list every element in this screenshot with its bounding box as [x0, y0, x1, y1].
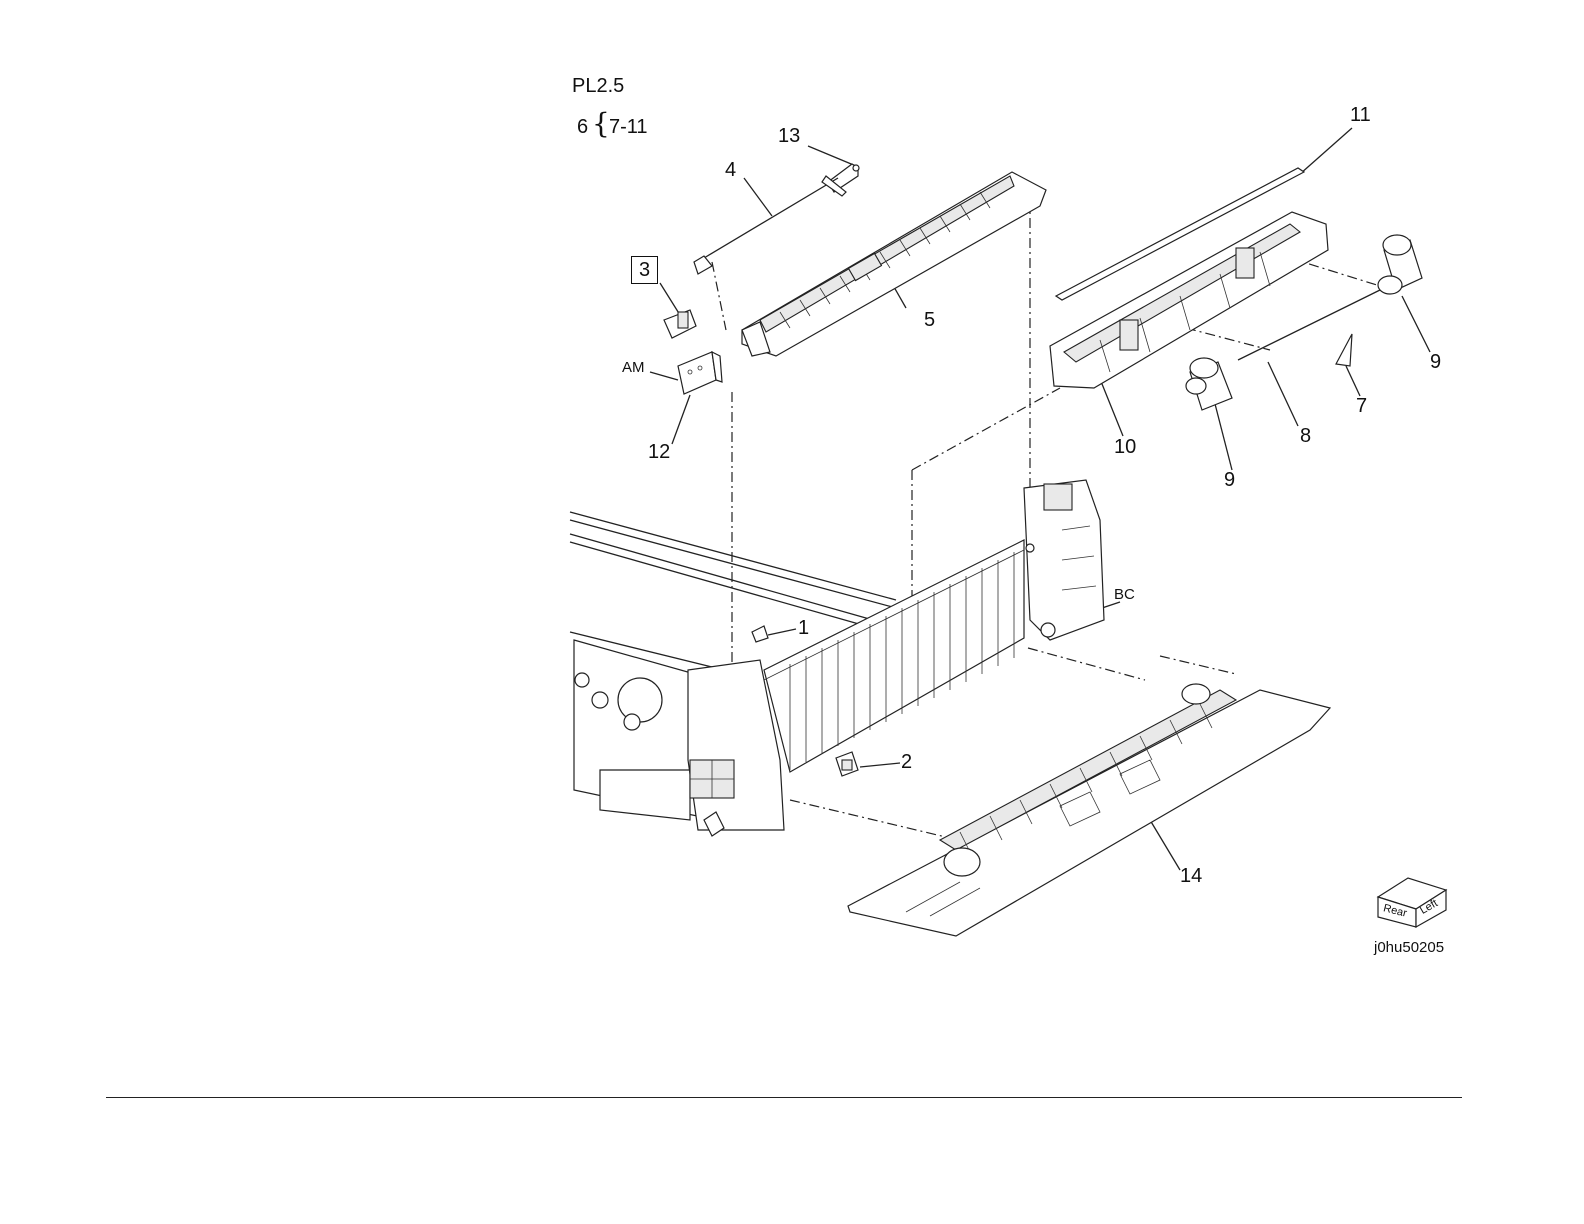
- callout-9-right: 9: [1430, 352, 1441, 372]
- part-1-clip: [752, 626, 768, 642]
- part-7-pin: [1336, 334, 1352, 366]
- part-9-roller-right: [1378, 235, 1422, 294]
- part-3-sensor: [664, 310, 696, 338]
- callout-8: 8: [1300, 426, 1311, 446]
- callout-11: 11: [1350, 105, 1371, 125]
- image-id: j0hu50205: [1374, 940, 1444, 955]
- main-frame: [570, 480, 1104, 836]
- part-4-rod: [694, 176, 846, 274]
- callout-14: 14: [1180, 866, 1202, 886]
- callout-1: 1: [798, 618, 809, 638]
- part-10-chute: [1050, 212, 1328, 388]
- part-5-upper-guide: [742, 172, 1046, 356]
- footer-divider: [106, 1097, 1462, 1098]
- part-14-tray: [848, 684, 1330, 936]
- callout-2: 2: [901, 752, 912, 772]
- callout-3: 3: [631, 256, 658, 284]
- callout-7: 7: [1356, 396, 1367, 416]
- part-9-roller-left: [1186, 358, 1232, 410]
- connector-am: AM: [622, 360, 645, 375]
- callout-10: 10: [1114, 437, 1136, 457]
- part-12-bracket: [678, 352, 722, 394]
- callout-13: 13: [778, 126, 800, 146]
- callout-5: 5: [924, 310, 935, 330]
- part-2-sensor: [836, 752, 858, 776]
- connector-bc: BC: [1114, 587, 1135, 602]
- part-8-shaft: [1238, 290, 1380, 360]
- callout-4: 4: [725, 160, 736, 180]
- callout-12: 12: [648, 442, 670, 462]
- callout-9-left: 9: [1224, 470, 1235, 490]
